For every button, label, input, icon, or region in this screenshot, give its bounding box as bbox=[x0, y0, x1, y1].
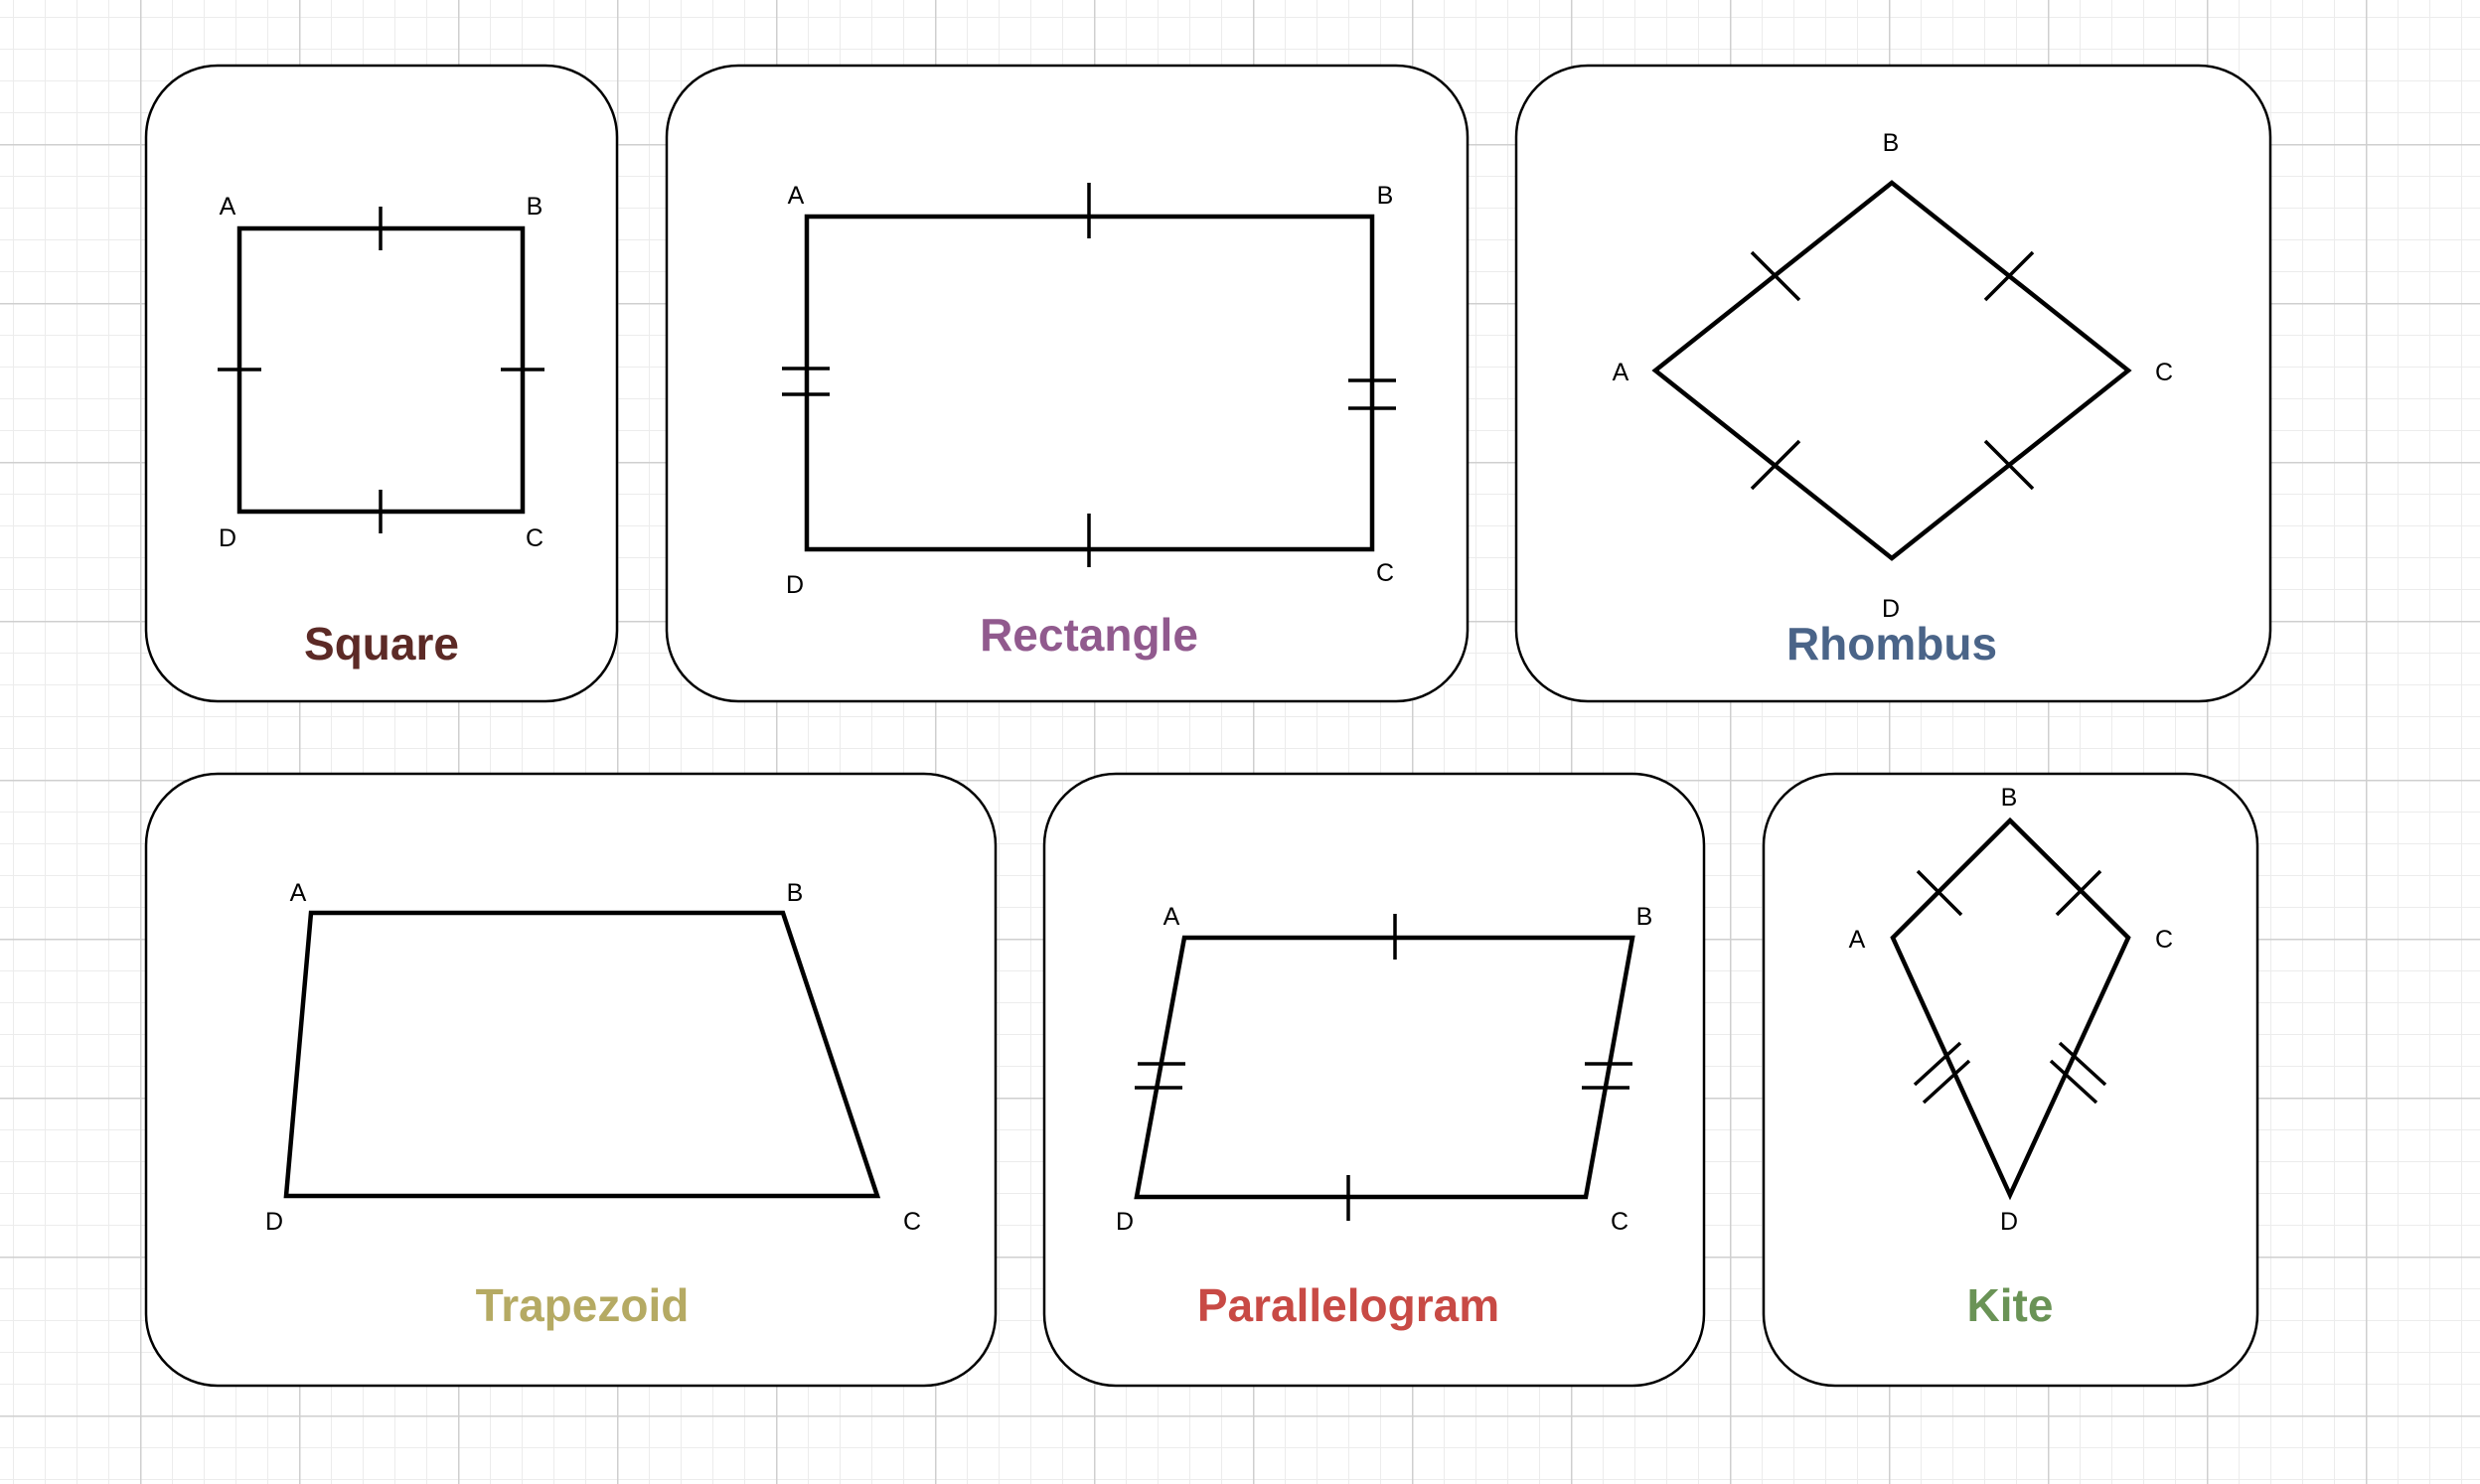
kite-vertex-d: D bbox=[2000, 1208, 2018, 1236]
trapezoid-vertex-b: B bbox=[787, 879, 804, 907]
rectangle-vertex-b: B bbox=[1377, 182, 1394, 210]
rhombus-shape bbox=[1651, 180, 2132, 561]
square-congruence-ticks bbox=[218, 207, 544, 533]
kite-shape bbox=[1890, 816, 2131, 1201]
kite-vertex-b: B bbox=[2001, 784, 2018, 812]
square-vertex-c: C bbox=[526, 524, 543, 552]
parallelogram-vertex-b: B bbox=[1636, 903, 1653, 931]
parallelogram-vertex-d: D bbox=[1116, 1208, 1134, 1236]
rhombus-card: B A C D Rhombus bbox=[1514, 64, 2272, 703]
tick-mark bbox=[2055, 869, 2102, 917]
kite-vertex-a: A bbox=[1849, 926, 1866, 954]
tick-mark bbox=[2058, 1041, 2107, 1087]
square-vertex-d: D bbox=[219, 524, 236, 552]
rectangle-card: A B C D Rectangle bbox=[665, 64, 1470, 703]
rhombus-vertex-d: D bbox=[1882, 595, 1900, 623]
tick-mark bbox=[1916, 869, 1963, 917]
tick-mark bbox=[1750, 250, 1801, 302]
rhombus-congruence-ticks bbox=[1750, 250, 2035, 491]
tick-mark bbox=[1983, 250, 2035, 302]
square-vertex-a: A bbox=[220, 193, 236, 221]
square-card: A B C D Square bbox=[144, 64, 619, 703]
trapezoid-title: Trapezoid bbox=[476, 1279, 690, 1331]
rectangle-title: Rectangle bbox=[980, 609, 1198, 661]
parallelogram-vertex-c: C bbox=[1611, 1208, 1628, 1236]
kite-card-frame bbox=[1762, 772, 2259, 1388]
rhombus-vertex-c: C bbox=[2155, 359, 2173, 386]
trapezoid-card: A B C D Trapezoid bbox=[144, 772, 998, 1388]
kite-title: Kite bbox=[1967, 1279, 2054, 1331]
trapezoid-vertex-a: A bbox=[290, 879, 307, 907]
trapezoid-shape bbox=[283, 910, 881, 1199]
tick-mark bbox=[1750, 439, 1801, 491]
parallelogram-title: Parallelogram bbox=[1197, 1279, 1499, 1331]
trapezoid-vertex-c: C bbox=[903, 1208, 921, 1236]
rectangle-vertex-c: C bbox=[1376, 559, 1394, 587]
kite-card: B A C D Kite bbox=[1762, 772, 2259, 1388]
rectangle-congruence-ticks bbox=[782, 183, 1396, 567]
parallelogram-vertex-a: A bbox=[1163, 903, 1180, 931]
square-vertex-b: B bbox=[527, 193, 543, 221]
tick-mark bbox=[1983, 439, 2035, 491]
tick-mark bbox=[1913, 1041, 1962, 1087]
rectangle-vertex-a: A bbox=[788, 182, 805, 210]
kite-congruence-ticks bbox=[1913, 869, 2107, 1105]
square-card-frame bbox=[144, 64, 619, 703]
parallelogram-card: A B C D Parallelogram bbox=[1042, 772, 1706, 1388]
rectangle-vertex-d: D bbox=[786, 571, 804, 599]
rhombus-card-frame bbox=[1514, 64, 2272, 703]
trapezoid-card-frame bbox=[144, 772, 998, 1388]
kite-vertex-c: C bbox=[2155, 926, 2173, 954]
parallelogram-shape bbox=[1134, 935, 1635, 1200]
rhombus-vertex-b: B bbox=[1883, 129, 1900, 157]
rectangle-card-frame bbox=[665, 64, 1470, 703]
tick-mark bbox=[2049, 1059, 2098, 1105]
parallelogram-card-frame bbox=[1042, 772, 1706, 1388]
rhombus-title: Rhombus bbox=[1786, 618, 1997, 669]
rhombus-vertex-a: A bbox=[1613, 359, 1629, 386]
trapezoid-vertex-d: D bbox=[265, 1208, 283, 1236]
tick-mark bbox=[1922, 1059, 1971, 1105]
square-title: Square bbox=[304, 618, 459, 669]
parallelogram-congruence-ticks bbox=[1135, 914, 1632, 1221]
